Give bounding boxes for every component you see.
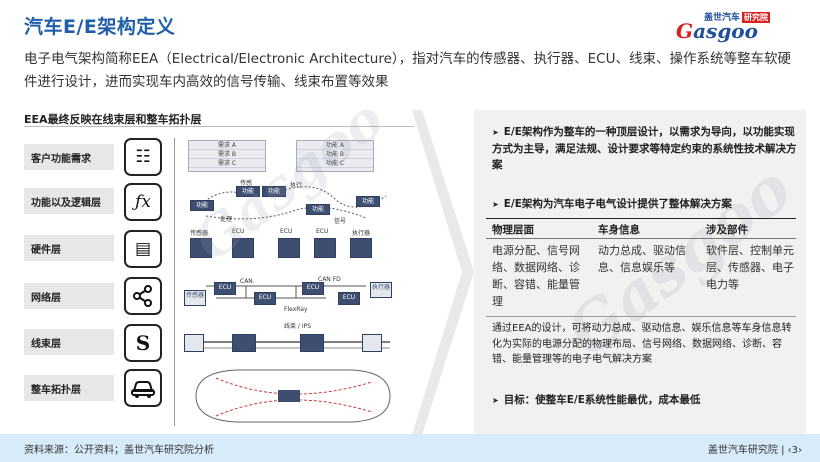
function-label: 执行: [290, 182, 303, 189]
function-label: 信号: [334, 218, 347, 225]
function-label: 传感: [240, 180, 253, 187]
layer-label-harness: 线束层: [24, 329, 114, 355]
table-header-components: 涉及部件: [706, 224, 748, 236]
hardware-block: [278, 238, 300, 258]
vehicle-topology-outline: [195, 369, 391, 423]
hardware-block: [314, 238, 336, 258]
table-cell-vehicle-info: 动力总成、驱动信息、信息娱乐等: [598, 244, 686, 274]
requirement-item: 功能 C: [297, 159, 373, 168]
flow-arrow-shape: [412, 110, 474, 435]
table-bottom-rule: [486, 316, 796, 317]
logo-top-text: 盖世汽车: [704, 13, 741, 23]
function-node: 功能: [356, 196, 380, 207]
network-node: ECU: [214, 282, 236, 295]
intro-paragraph: 电子电气架构简称EEA（Electrical/Electronic Archit…: [24, 51, 791, 90]
right-summary-panel: [474, 110, 806, 435]
harness-block: [232, 334, 256, 352]
network-node: ECU: [338, 292, 360, 305]
network-node: ECU: [254, 292, 276, 305]
bus-label: CAN: [240, 278, 253, 285]
car-icon-graphic: [131, 381, 155, 398]
function-flow-lines: [195, 186, 387, 220]
page-title: 汽车E/E架构定义: [24, 16, 176, 38]
bullet-arrow-icon: ➤: [492, 200, 499, 209]
table-cell-physical: 电源分配、信号网络、数据网络、诊断、容错、能量管理: [492, 244, 580, 308]
layer-label-network: 网络层: [24, 283, 114, 309]
network-node: 传感器: [184, 290, 206, 306]
harness-block: [362, 334, 382, 352]
hardware-label: ECU: [316, 228, 329, 235]
hardware-block: [190, 238, 212, 258]
harness-lines: [190, 341, 390, 349]
bullet-arrow-icon: ➤: [492, 128, 499, 137]
hardware-label: ECU: [232, 228, 245, 235]
bullet-overall-solution: ➤E/E架构为汽车电子电气设计提供了整体解决方案: [492, 198, 732, 210]
layer-label-topology: 整车拓扑层: [24, 375, 114, 401]
requirements-group-a: 需求 A 需求 B 需求 C: [188, 140, 266, 172]
logo-main-prefix: G: [676, 19, 694, 43]
left-section-divider: [24, 126, 414, 127]
table-header-rule: [486, 238, 796, 239]
harness-block: [300, 334, 324, 352]
network-icon: [124, 277, 162, 315]
layer-label-hardware: 硬件层: [24, 235, 114, 261]
function-node: 功能: [262, 186, 286, 197]
table-header-vehicle-info: 车身信息: [598, 224, 640, 236]
hardware-label: ECU: [280, 228, 293, 235]
bullet-arrow-icon: ➤: [492, 396, 499, 405]
network-node: ECU: [302, 282, 324, 295]
harness-icon: S: [124, 324, 162, 362]
table-cell-components: 软件层、控制单元层、传感器、电子电力等: [706, 244, 794, 291]
hardware-block: [350, 238, 372, 258]
bus-label: FlexRay: [284, 306, 308, 313]
footer-page-number: 盖世汽车研究院 | ‹3›: [707, 445, 802, 456]
function-node: 功能: [236, 186, 260, 197]
function-icon: ƒx: [124, 183, 162, 221]
function-node: 功能: [306, 204, 330, 215]
bullet-goal: ➤目标：使整车E/E系统性能最优，成本最低: [492, 394, 701, 406]
requirement-item: 功能 B: [297, 150, 373, 159]
bus-label: CAN FD: [318, 276, 341, 283]
left-section-title: EEA最终反映在线束层和整车拓扑层: [24, 113, 202, 126]
requirement-item: 功能 A: [297, 141, 373, 150]
requirement-item: 需求 C: [189, 159, 265, 168]
table-header-physical: 物理层面: [492, 224, 534, 236]
requirement-item: 需求 B: [189, 150, 265, 159]
footer-source: 资料来源：公开资料；盖世汽车研究院分析: [24, 445, 214, 456]
hardware-label: 传感器: [190, 230, 209, 237]
function-label: 处理: [220, 216, 233, 223]
network-node: 执行器: [370, 282, 392, 298]
table-top-rule: [486, 218, 796, 219]
car-icon: [124, 369, 162, 407]
network-icon-graphic: [133, 285, 152, 307]
logo-main-rest: asgoo: [693, 19, 758, 43]
hardware-icon: ▤: [124, 230, 162, 268]
summary-paragraph: 通过EEA的设计，可将动力总成、驱动信息、娱乐信息等车身信息转化为实际的电源分配…: [492, 323, 792, 365]
bullet-architecture-definition: ➤E/E架构作为整车的一种顶层设计，以需求为导向，以功能实现方式为主导，满足法规…: [492, 126, 797, 171]
harness-label: 线束 / IPS: [284, 323, 312, 330]
layer-label-customer: 客户功能需求: [24, 144, 114, 170]
function-node: 功能: [190, 200, 214, 211]
hardware-block: [232, 238, 254, 258]
hardware-label: 执行器: [352, 230, 371, 237]
requirements-group-b: 功能 A 功能 B 功能 C: [296, 140, 374, 172]
footer-bar: 资料来源：公开资料；盖世汽车研究院分析 盖世汽车研究院 | ‹3›: [0, 434, 820, 462]
harness-block: [184, 334, 204, 352]
stage-divider: [174, 138, 175, 426]
requirement-item: 需求 A: [189, 141, 265, 150]
checklist-icon: ☷: [124, 138, 162, 176]
gasgoo-logo: 盖世汽车研究院 Gasgoo: [676, 10, 794, 43]
logo-badge: 研究院: [742, 12, 771, 23]
layer-label-function: 功能以及逻辑层: [24, 188, 114, 214]
